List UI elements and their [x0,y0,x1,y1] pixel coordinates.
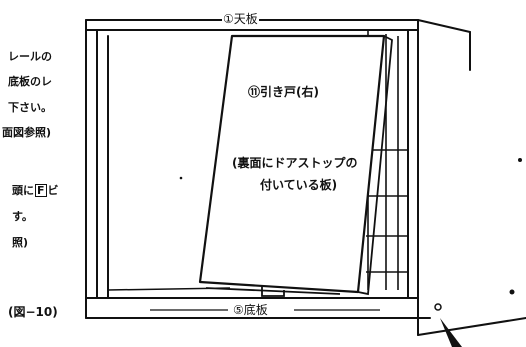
figure-label: (図−10) [8,305,58,319]
boxed-f-label: F [35,184,47,197]
side-text-line6: す。 [12,210,33,223]
floor-rail [107,287,231,291]
screw-dot-1 [518,158,522,162]
door-note-line1: (裏面にドアストップの [232,156,358,170]
door-label: ⑪引き戸(右) [248,85,319,99]
door-note-line2: 付いている板) [260,178,338,192]
screw-dot-3 [434,303,442,311]
door-bottom-rail [205,287,341,295]
side-text-line7: 照) [12,236,29,249]
side-text-line2: 底板のレ [8,75,52,88]
side-text-line5-suffix: ビ [47,184,59,197]
bottom-board-right-depth [417,317,526,336]
bottom-board-label: ⑤底板 [232,303,269,317]
rail-clip [261,286,285,297]
arrow-pointer [440,318,462,347]
side-text-line4: 面図参照) [2,126,52,139]
side-text-line1: レールの [8,50,52,63]
top-board-label: ①天板 [222,12,259,26]
top-board-right-depth [417,19,471,33]
screw-dot-2 [509,289,515,295]
sliding-door-thickness [357,35,393,296]
mark-dot [179,176,183,180]
side-text-line5-prefix: 頭に [12,184,34,197]
side-text-line3: 下さい。 [8,101,52,114]
